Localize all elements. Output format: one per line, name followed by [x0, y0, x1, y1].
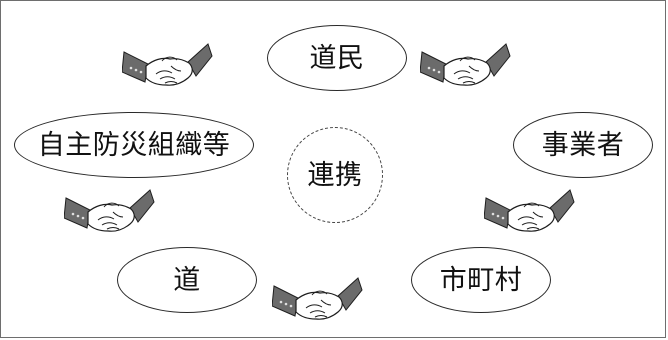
node-shichoson-label: 市町村 — [439, 264, 523, 296]
node-do-label: 道 — [173, 264, 201, 296]
node-renkei-label: 連携 — [307, 159, 363, 191]
node-renkei: 連携 — [287, 127, 383, 223]
node-jishu-bosai-label: 自主防災組織等 — [37, 129, 231, 161]
node-jishu-bosai: 自主防災組織等 — [14, 112, 254, 178]
node-domin: 道民 — [267, 25, 407, 91]
handshake-icon — [484, 189, 575, 232]
node-jigyosha-label: 事業者 — [541, 129, 625, 161]
handshake-icon — [272, 277, 363, 320]
handshake-icon — [420, 43, 511, 86]
node-do: 道 — [117, 247, 257, 313]
handshake-icon — [122, 43, 213, 86]
node-domin-label: 道民 — [309, 42, 365, 74]
node-jigyosha: 事業者 — [513, 112, 653, 178]
node-shichoson: 市町村 — [411, 247, 551, 313]
handshake-icon — [64, 189, 155, 232]
